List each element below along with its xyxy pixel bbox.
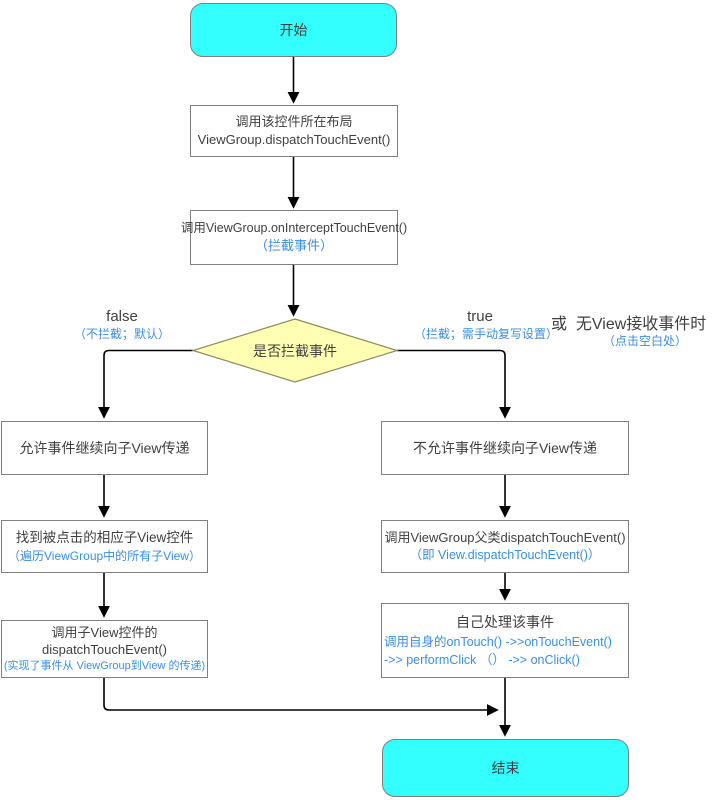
arrow-decision-false-branch [98, 349, 193, 419]
node-allow-line1: 允许事件继续向子View传递 [19, 439, 190, 456]
branch-or-text: 或 [551, 316, 568, 333]
arrow-decision-true-branch [397, 349, 511, 419]
node-findchild-note: （遍历ViewGroup中的所有子View） [8, 548, 201, 563]
node-end-label: 结束 [491, 759, 520, 776]
node-dispatch-touch-event: 调用该控件所在布局 ViewGroup.dispatchTouchEvent() [190, 105, 398, 157]
node-intercept-touch-event: 调用ViewGroup.onInterceptTouchEvent() （拦截事… [181, 210, 407, 265]
node-childdispatch-line2: dispatchTouchEvent() [41, 641, 167, 657]
node-self-handle: 自己处理该事件 调用自身的onTouch() ->>onTouchEvent()… [381, 603, 629, 678]
node-childdispatch-line1: 调用子View控件的 [51, 624, 158, 640]
branch-label-true: true （拦截；需手动复写设置） [414, 308, 559, 342]
branch-label-or-note: （点击空白处） [585, 332, 705, 349]
branch-true-text: true [467, 308, 493, 325]
node-decision-label: 是否拦截事件 [253, 343, 337, 359]
node-findchild-line1: 找到被点击的相应子View控件 [15, 530, 194, 546]
branch-false-text: false [106, 308, 138, 325]
node-start-label: 开始 [279, 21, 308, 38]
node-childdispatch-note: (实现了事件从 ViewGroup到View 的传递) [3, 659, 206, 672]
branch-false-note: （不拦截；默认） [73, 327, 170, 341]
node-disallow-pass: 不允许事件继续向子View传递 [381, 421, 629, 475]
decision-diamond-shape [190, 318, 400, 383]
node-selfhandle-line1: 自己处理该事件 [456, 614, 554, 631]
node-dispatch-line2: ViewGroup.dispatchTouchEvent() [197, 132, 391, 147]
node-find-child-view: 找到被点击的相应子View控件 （遍历ViewGroup中的所有子View） [1, 520, 208, 573]
branch-true-note: （拦截；需手动复写设置） [414, 327, 559, 341]
node-selfhandle-note2: ->> performClick （） ->> onClick() [384, 652, 580, 667]
node-disallow-line1: 不允许事件继续向子View传递 [412, 439, 598, 456]
node-end: 结束 [382, 739, 629, 797]
node-intercept-note: （拦截事件） [254, 238, 333, 254]
node-selfhandle-note1: 调用自身的onTouch() ->>onTouchEvent() [384, 634, 612, 649]
arrow-childdispatch-to-merge [103, 678, 499, 716]
node-super-dispatch: 调用ViewGroup父类dispatchTouchEvent() （即 Vie… [381, 520, 629, 573]
branch-label-false: false （不拦截；默认） [58, 308, 186, 342]
node-dispatch-line1: 调用该控件所在布局 [235, 114, 353, 130]
node-start: 开始 [190, 3, 397, 57]
branch-or-phrase: 无View接收事件时 [575, 316, 707, 333]
branch-label-or: 或 无View接收事件时 [551, 310, 706, 334]
node-child-dispatch: 调用子View控件的 dispatchTouchEvent() (实现了事件从 … [1, 620, 208, 678]
node-superdispatch-note: （即 View.dispatchTouchEvent()） [409, 547, 601, 562]
branch-or-note: （点击空白处） [602, 334, 687, 348]
node-superdispatch-line1: 调用ViewGroup父类dispatchTouchEvent() [384, 530, 626, 546]
node-allow-pass: 允许事件继续向子View传递 [1, 421, 208, 475]
node-intercept-line1: 调用ViewGroup.onInterceptTouchEvent() [180, 221, 408, 236]
